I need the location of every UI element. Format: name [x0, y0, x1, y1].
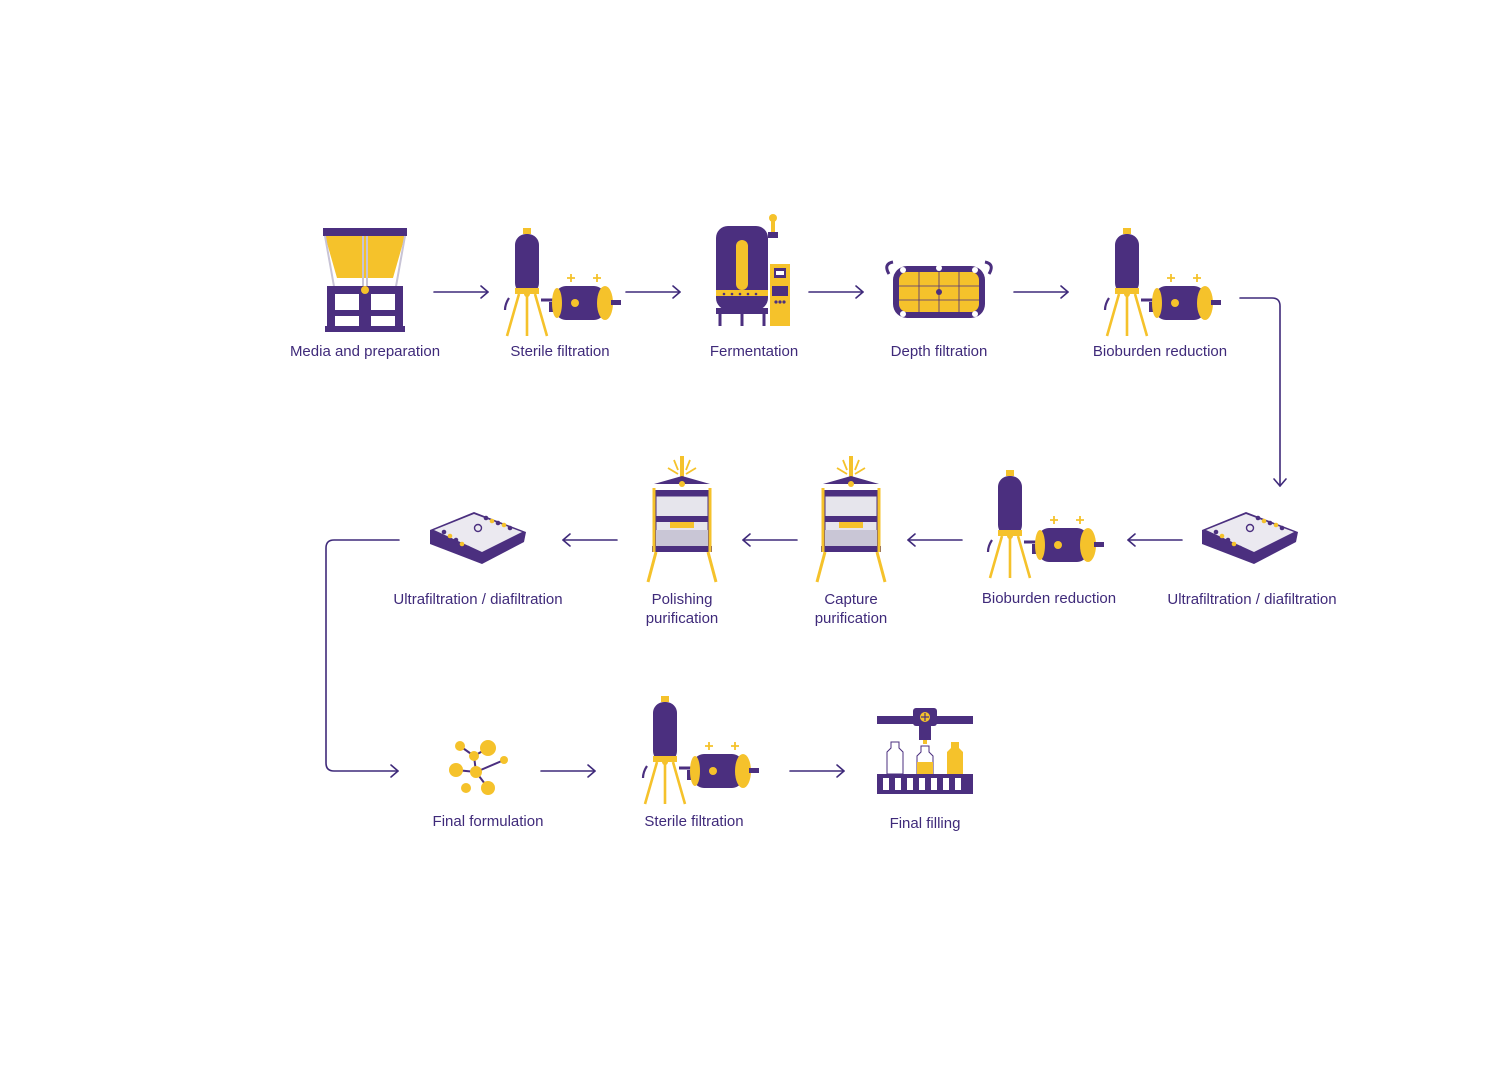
step-sterile-filtration-2: Sterile filtration — [641, 694, 761, 830]
filter-housing-icon — [503, 226, 623, 338]
step-label-line-1: Polishing — [652, 591, 713, 608]
step-polishing-purification: Polishing purification — [646, 454, 719, 627]
step-label: Ultrafiltration / diafiltration — [393, 591, 562, 608]
step-label: Media and preparation — [290, 343, 440, 360]
step-label: Final filling — [890, 815, 961, 832]
step-final-filling: Final filling — [877, 708, 973, 832]
step-label-line-2: purification — [815, 610, 888, 627]
bioreactor-icon — [716, 214, 790, 326]
step-final-formulation: Final formulation — [433, 740, 544, 830]
chromatography-column-icon — [815, 454, 887, 584]
arrow-5-6 — [1239, 297, 1281, 487]
filter-housing-icon — [1103, 226, 1223, 338]
step-label: Fermentation — [710, 343, 798, 360]
step-label: Final formulation — [433, 813, 544, 830]
step-label-line-2: purification — [646, 610, 719, 627]
step-label: Bioburden reduction — [982, 590, 1116, 607]
filter-housing-icon — [986, 468, 1106, 580]
molecule-icon — [449, 740, 508, 795]
chromatography-column-icon — [646, 454, 718, 584]
filter-housing-icon — [641, 694, 761, 806]
arrow-10-11 — [325, 539, 400, 772]
step-label-line-1: Capture — [824, 591, 877, 608]
step-fermentation: Fermentation — [710, 214, 798, 360]
step-ultrafiltration-diafiltration-1: Ultrafiltration / diafiltration — [1167, 511, 1337, 608]
step-label: Ultrafiltration / diafiltration — [1167, 591, 1336, 608]
step-bioburden-reduction: Bioburden reduction — [1093, 226, 1227, 360]
depth-filter-icon — [885, 260, 993, 318]
step-label: Bioburden reduction — [1093, 343, 1227, 360]
tff-cassette-icon — [429, 511, 527, 565]
step-bioburden-reduction-2: Bioburden reduction — [982, 468, 1116, 607]
step-label: Depth filtration — [891, 343, 988, 360]
step-sterile-filtration: Sterile filtration — [503, 226, 623, 360]
step-label: Sterile filtration — [644, 813, 743, 830]
step-media-and-preparation: Media and preparation — [290, 228, 440, 360]
step-depth-filtration: Depth filtration — [885, 260, 993, 360]
tff-cassette-icon — [1201, 511, 1299, 565]
step-label: Sterile filtration — [510, 343, 609, 360]
mixing-tank-icon — [323, 228, 407, 332]
step-capture-purification: Capture purification — [815, 454, 888, 627]
step-ultrafiltration-diafiltration-2: Ultrafiltration / diafiltration — [393, 511, 563, 608]
filling-line-icon — [877, 708, 973, 794]
